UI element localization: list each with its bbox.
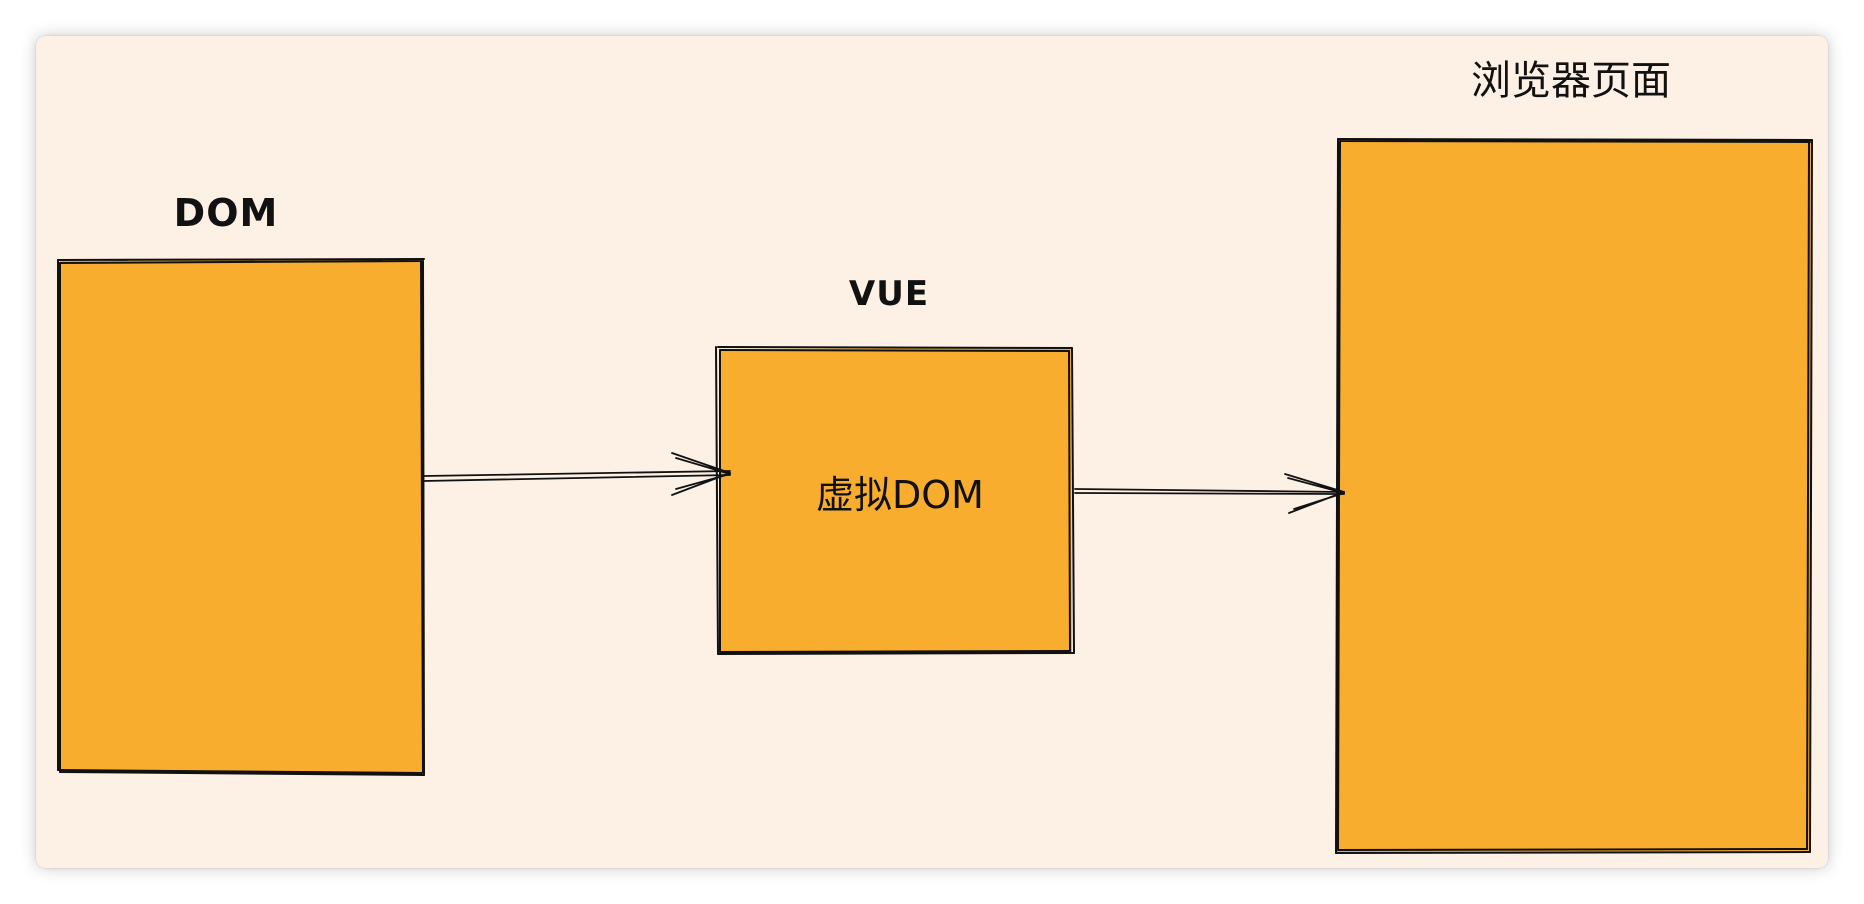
vue-box-outline	[715, 346, 1075, 655]
virtual-dom-label: 虚拟DOM	[816, 473, 984, 517]
vue-label: VUE	[849, 274, 929, 314]
arrow-dom-to-vue	[423, 452, 731, 496]
browser-page-label: 浏览器页面	[1471, 58, 1671, 104]
browser-page-box-outline	[1335, 138, 1813, 854]
vue-box	[720, 348, 1072, 652]
diagram-svg: DOM VUE 虚拟DOM	[36, 36, 1828, 868]
dom-node[interactable]	[57, 258, 425, 776]
dom-label: DOM	[174, 191, 279, 235]
vue-node[interactable]	[715, 346, 1075, 655]
whiteboard-canvas: DOM VUE 虚拟DOM	[36, 36, 1828, 868]
dom-box	[60, 259, 424, 775]
browser-page-node[interactable]	[1335, 138, 1813, 854]
browser-page-box	[1336, 140, 1811, 852]
arrow-vue-to-browser	[1074, 473, 1345, 514]
dom-box-outline	[57, 258, 425, 776]
